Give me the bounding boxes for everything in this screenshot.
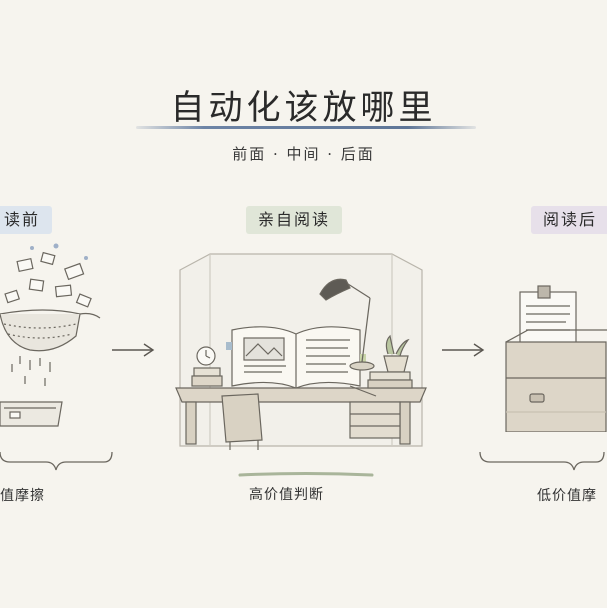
underline-reading xyxy=(238,472,374,477)
stage-label-before: 读前 xyxy=(0,206,53,234)
desk-reading-icon xyxy=(175,253,427,450)
stage-caption-after: 低价值摩 xyxy=(537,488,597,504)
arrow-right-icon xyxy=(442,343,485,357)
colander-filter-icon xyxy=(0,243,101,427)
bracket-after xyxy=(479,451,605,471)
stage-label-reading: 亲自阅读 xyxy=(246,206,343,234)
diagram-subtitle: 前面 · 中间 · 后面 xyxy=(232,145,375,163)
diagram-title: 自动化该放哪里 xyxy=(170,88,437,128)
stage-caption-before: 值摩擦 xyxy=(0,488,45,504)
stage-label-after: 阅读后 xyxy=(531,206,607,234)
title-underline xyxy=(136,126,476,129)
arrow-right-icon xyxy=(112,343,155,357)
bracket-before xyxy=(0,451,113,471)
stage-caption-reading: 高价值判断 xyxy=(249,487,324,503)
card-file-box-icon xyxy=(505,285,607,432)
